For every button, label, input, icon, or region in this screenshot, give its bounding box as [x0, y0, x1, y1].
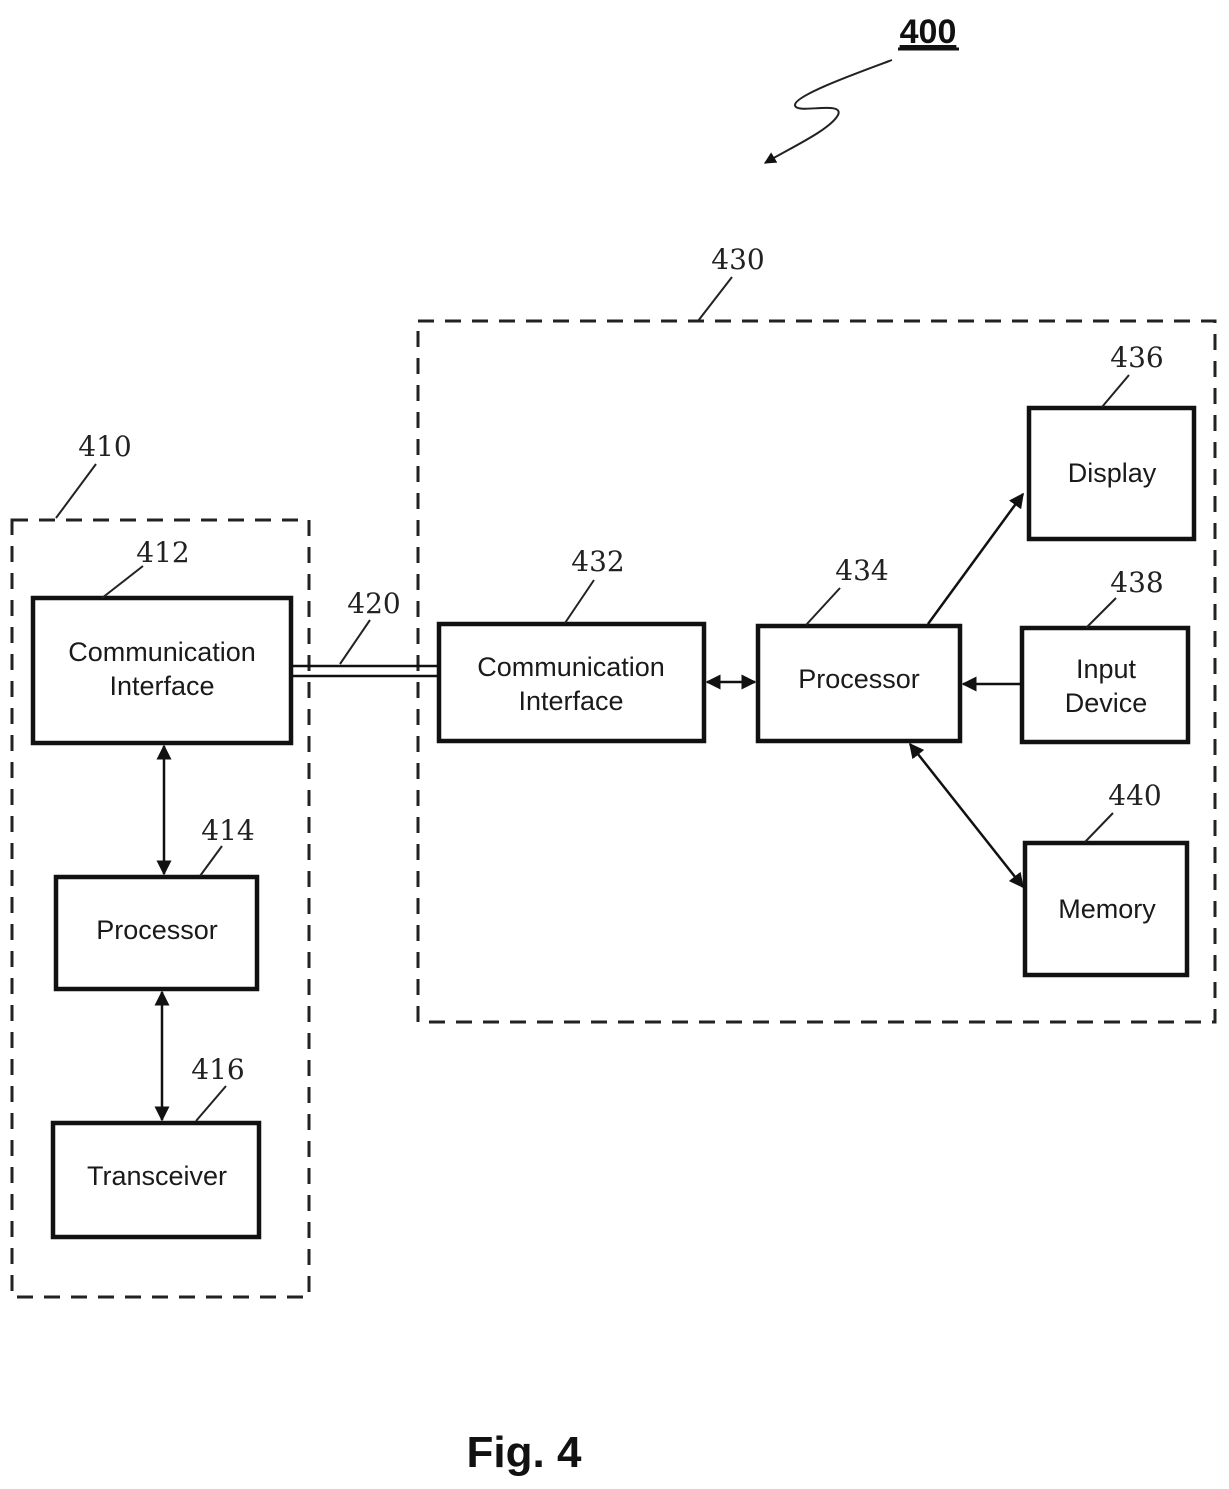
block-412-leader — [101, 565, 144, 599]
input-device-438-line1: Input — [1076, 654, 1137, 684]
communication-interface-432-box — [436, 621, 707, 744]
figure-number-pointer — [763, 59, 893, 164]
block-440-ref: 440 — [1108, 779, 1161, 812]
input-device-438-box — [1019, 625, 1191, 745]
memory-440-box — [1022, 840, 1190, 978]
display-436-box — [1026, 405, 1197, 542]
block-436-leader — [1101, 374, 1130, 408]
block-416-leader — [195, 1085, 227, 1122]
block-414-ref: 414 — [201, 814, 254, 847]
group-430-boundary — [416, 319, 1217, 1024]
group-410-ref: 410 — [78, 430, 131, 463]
group-410-boundary — [10, 518, 311, 1299]
group-410-leader — [55, 463, 97, 519]
transceiver-416-box — [50, 1120, 262, 1240]
block-432-leader — [564, 579, 595, 624]
block-434-leader — [805, 587, 841, 626]
transceiver-416-label: Transceiver — [87, 1161, 227, 1191]
block-432-ref: 432 — [571, 545, 624, 578]
block-438-leader — [1085, 597, 1117, 629]
block-438-ref: 438 — [1110, 566, 1163, 599]
processor-414-box — [53, 874, 260, 992]
link-420-ref: 420 — [347, 587, 400, 620]
memory-440-label: Memory — [1058, 894, 1156, 924]
block-412-ref: 412 — [136, 536, 189, 569]
block-440-leader — [1084, 812, 1114, 843]
block-414-leader — [199, 845, 223, 877]
group-430-leader — [697, 276, 733, 322]
figure-caption: Fig. 4 — [467, 1428, 582, 1477]
processor-434-box — [755, 623, 963, 744]
processor-414-label: Processor — [96, 915, 218, 945]
link-420-leader — [339, 619, 371, 665]
input-device-438-line2: Device — [1065, 688, 1148, 718]
communication-interface-432-line1: Communication — [477, 652, 665, 682]
block-434-ref: 434 — [835, 554, 888, 587]
communication-interface-412-box — [30, 595, 294, 746]
arrow-434-to-436 — [926, 492, 1025, 625]
group-430-ref: 430 — [711, 243, 764, 276]
processor-434-label: Processor — [798, 664, 920, 694]
communication-interface-412-line1: Communication — [68, 637, 256, 667]
display-436-label: Display — [1068, 458, 1157, 488]
arrow-434-440 — [909, 742, 1024, 889]
communication-interface-432-line2: Interface — [518, 686, 623, 716]
block-416-ref: 416 — [191, 1053, 244, 1086]
block-436-ref: 436 — [1110, 341, 1163, 374]
communication-interface-412-line2: Interface — [109, 671, 214, 701]
figure-number: 400 — [900, 13, 957, 51]
